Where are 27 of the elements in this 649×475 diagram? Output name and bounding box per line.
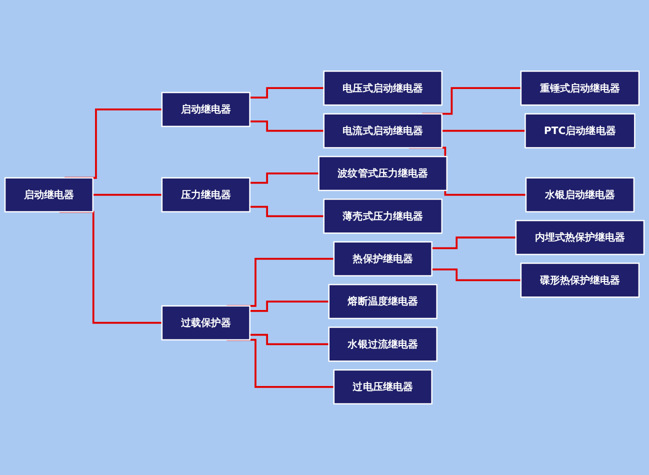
node-box: 波纹管式压力继电器 xyxy=(318,156,448,192)
node-box: 水银启动继电器 xyxy=(525,177,635,212)
node-box: 过载保护器 xyxy=(161,305,250,340)
connector xyxy=(250,87,324,98)
node-box: 熔断温度继电器 xyxy=(328,284,438,320)
node-box: 水银过流继电器 xyxy=(328,326,438,362)
node-box: 压力继电器 xyxy=(161,177,250,212)
node-box: 热保护继电器 xyxy=(333,241,432,276)
connector xyxy=(250,334,329,346)
node-box: 过电压继电器 xyxy=(333,369,432,404)
connector xyxy=(432,236,516,250)
node-box: 重锤式启动继电器 xyxy=(520,70,640,106)
node-box: 启动继电器 xyxy=(161,92,250,128)
connector xyxy=(250,300,329,312)
connector xyxy=(250,120,324,132)
connector xyxy=(250,206,324,218)
connector xyxy=(250,172,319,184)
node-box: PTC启动继电器 xyxy=(524,113,636,148)
node-box: 内埋式热保护继电器 xyxy=(515,220,645,256)
connector xyxy=(442,130,526,132)
node-box: 薄壳式压力继电器 xyxy=(323,198,442,234)
node-box: 电压式启动继电器 xyxy=(323,70,442,106)
node-box: 启动继电器 xyxy=(4,177,94,212)
connector xyxy=(432,268,521,282)
connector xyxy=(92,194,162,196)
node-box: 碟形热保护继电器 xyxy=(520,262,640,298)
node-box: 电流式启动继电器 xyxy=(323,113,442,148)
